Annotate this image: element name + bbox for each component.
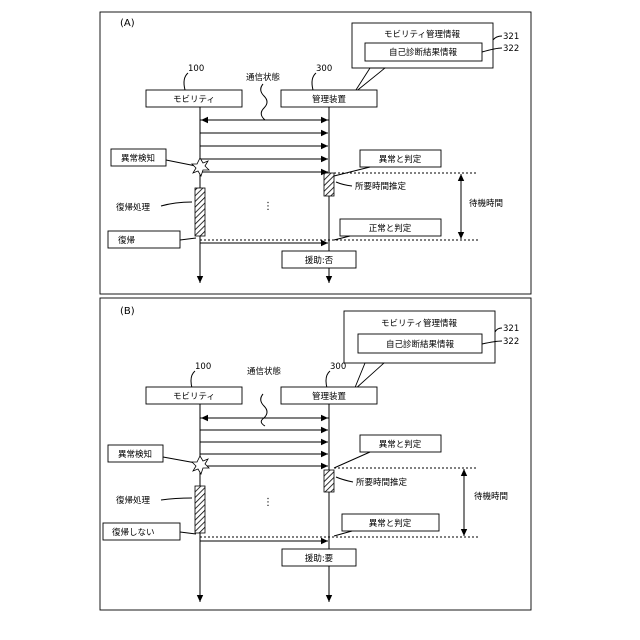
communication-state-label: 通信状態 [246, 72, 280, 83]
communication-state-label: 通信状態 [247, 366, 281, 377]
judge-normal-label: 正常と判定 [369, 223, 412, 234]
anomaly-detect-label: 異常検知 [121, 153, 155, 164]
panel-label: (A) [120, 18, 135, 29]
ellipsis: ⋮ [263, 201, 273, 212]
server-ref-number: 300 [316, 64, 332, 74]
estimate-time-label: 所要時間推定 [356, 477, 408, 488]
server-processing-bar [324, 173, 334, 196]
judge-abnormal-label: 異常と判定 [379, 439, 422, 450]
wait-time-label: 待機時間 [474, 491, 508, 502]
judge-abnormal-label: 異常と判定 [379, 154, 422, 165]
recovery-processing-label: 復帰処理 [116, 495, 151, 506]
recovery-processing-bar [195, 188, 205, 236]
anomaly-detect-label: 異常検知 [118, 449, 152, 460]
self-diagnosis-label: 自己診断結果情報 [386, 339, 455, 350]
server-ref-number: 300 [330, 362, 346, 372]
server-processing-bar [324, 470, 334, 492]
mobility-label: モビリティ [173, 392, 215, 402]
estimate-time-label: 所要時間推定 [355, 181, 407, 192]
assistance-label: 援助:要 [305, 553, 334, 564]
management-info-label: モビリティ管理情報 [381, 318, 457, 329]
ellipsis: ⋮ [263, 497, 273, 508]
self-diagnosis-label: 自己診断結果情報 [389, 47, 458, 58]
management-device-label: 管理装置 [312, 94, 347, 105]
ref-number-322: 322 [503, 337, 519, 347]
mobility-ref-number: 100 [188, 64, 204, 74]
management-info-label: モビリティ管理情報 [384, 29, 460, 40]
ref-number-321: 321 [503, 324, 519, 334]
mobility-ref-number: 100 [195, 362, 211, 372]
judge-abnormal-2-label: 異常と判定 [369, 518, 412, 529]
recovery-result-label: 復帰しない [112, 527, 155, 538]
ref-number-321: 321 [503, 32, 519, 42]
recovery-result-label: 復帰 [118, 235, 135, 246]
panel-label: (B) [120, 306, 135, 317]
mobility-label: モビリティ [173, 95, 215, 105]
ref-number-322: 322 [503, 44, 519, 54]
panel-a: (A) モビリティ管理情報 自己診断結果情報 321 322 100 300 通… [100, 12, 531, 294]
panel-b: (B) モビリティ管理情報 自己診断結果情報 321 322 100 300 通… [100, 298, 531, 610]
wait-time-label: 待機時間 [469, 198, 503, 209]
management-device-label: 管理装置 [312, 391, 347, 402]
recovery-processing-bar [195, 486, 205, 533]
recovery-processing-label: 復帰処理 [116, 202, 151, 213]
assistance-label: 援助:否 [305, 255, 334, 266]
